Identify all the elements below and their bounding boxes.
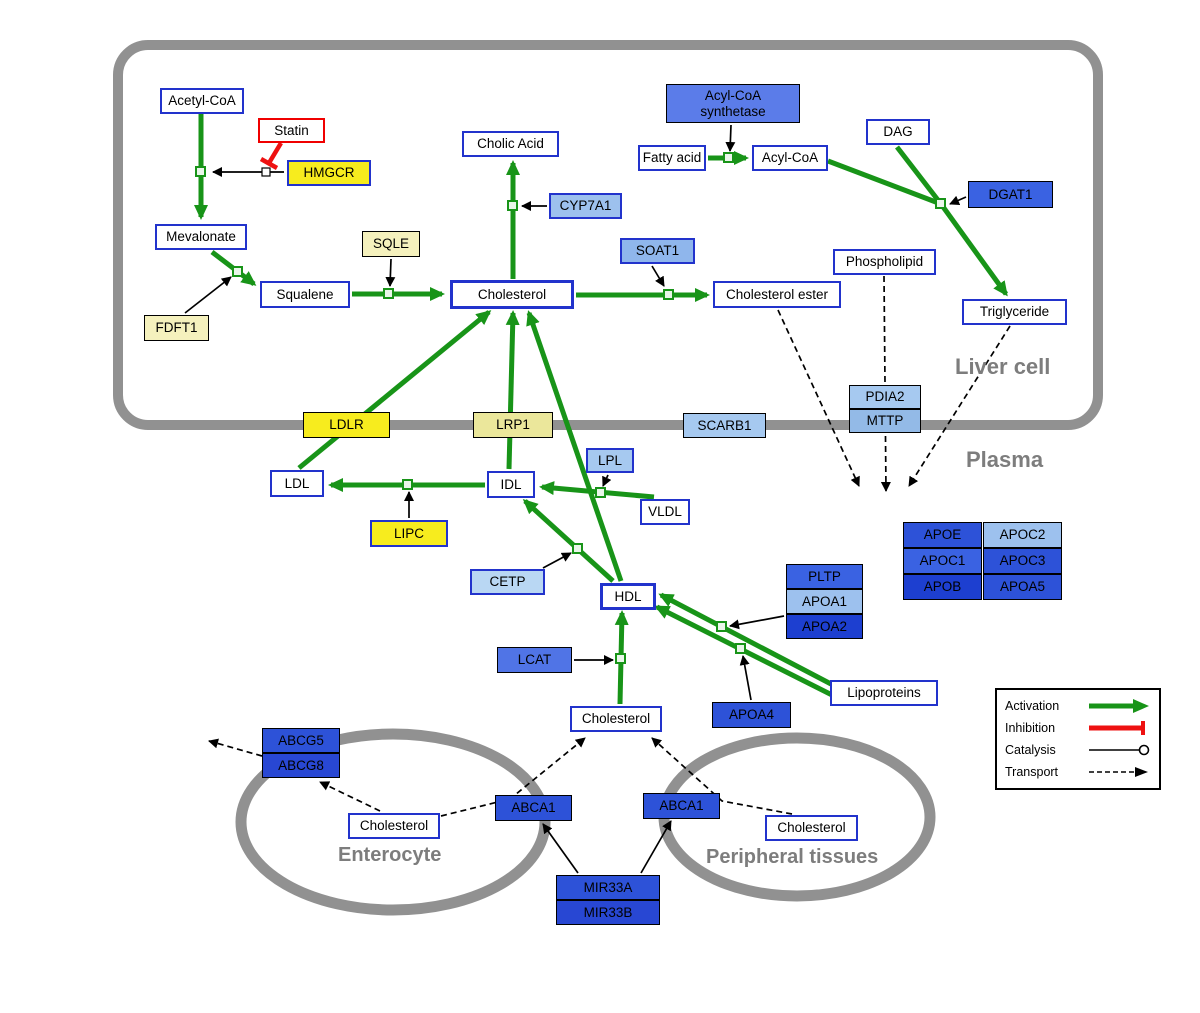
compartment-outlines: [113, 40, 1103, 916]
node-mir33b[interactable]: MIR33B: [556, 900, 660, 925]
node-apob[interactable]: APOB: [903, 574, 982, 600]
enterocyte-membrane: [235, 728, 551, 916]
transport-edges: [208, 275, 1011, 817]
node-triglyceride[interactable]: Triglyceride: [962, 299, 1067, 325]
node-acetyl-coa[interactable]: Acetyl-CoA: [160, 88, 244, 114]
node-cyp7a1[interactable]: CYP7A1: [549, 193, 622, 219]
inhibition-junction: [261, 167, 271, 177]
node-scarb1[interactable]: SCARB1: [683, 413, 766, 438]
node-apoa1[interactable]: APOA1: [786, 589, 863, 614]
node-pltp[interactable]: PLTP: [786, 564, 863, 589]
node-cholesterol-ester[interactable]: Cholesterol ester: [713, 281, 841, 308]
node-statin[interactable]: Statin: [258, 118, 325, 143]
node-mevalonate[interactable]: Mevalonate: [155, 224, 247, 250]
node-cholesterol-enterocyte[interactable]: Cholesterol: [348, 813, 440, 839]
node-hdl[interactable]: HDL: [600, 583, 656, 610]
node-abca1-enterocyte[interactable]: ABCA1: [495, 795, 572, 821]
node-lrp1[interactable]: LRP1: [473, 412, 553, 438]
node-apoc3[interactable]: APOC3: [983, 548, 1062, 574]
node-abcg8[interactable]: ABCG8: [262, 753, 340, 778]
node-lcat[interactable]: LCAT: [497, 647, 572, 673]
legend-transport-label: Transport: [1005, 765, 1059, 779]
node-vldl[interactable]: VLDL: [640, 499, 690, 525]
node-fatty-acid[interactable]: Fatty acid: [638, 145, 706, 171]
node-squalene[interactable]: Squalene: [260, 281, 350, 308]
inhibition-tee-glyph: [1089, 721, 1145, 735]
node-ldl[interactable]: LDL: [270, 470, 324, 497]
legend-activation: Activation: [1005, 698, 1151, 714]
node-apoc2[interactable]: APOC2: [983, 522, 1062, 548]
node-soat1[interactable]: SOAT1: [620, 238, 695, 264]
node-acyl-coa[interactable]: Acyl-CoA: [752, 145, 828, 171]
legend-inhibition: Inhibition: [1005, 720, 1151, 736]
node-lipc[interactable]: LIPC: [370, 520, 448, 547]
node-cholesterol-liver[interactable]: Cholesterol: [450, 280, 574, 309]
node-pdia2[interactable]: PDIA2: [849, 385, 921, 409]
node-idl[interactable]: IDL: [487, 471, 535, 498]
node-lpl[interactable]: LPL: [586, 448, 634, 473]
node-hmgcr[interactable]: HMGCR: [287, 160, 371, 186]
enterocyte-label: Enterocyte: [338, 844, 442, 866]
node-phospholipid[interactable]: Phospholipid: [833, 249, 936, 275]
node-apoa5[interactable]: APOA5: [983, 574, 1062, 600]
plasma-label: Plasma: [966, 447, 1044, 472]
peripheral-tissues-label: Peripheral tissues: [706, 846, 879, 868]
node-apoe[interactable]: APOE: [903, 522, 982, 548]
node-mttp[interactable]: MTTP: [849, 409, 921, 433]
legend-activation-label: Activation: [1005, 699, 1060, 713]
node-apoc1[interactable]: APOC1: [903, 548, 982, 574]
node-cholesterol-plasma[interactable]: Cholesterol: [570, 706, 662, 732]
node-cetp[interactable]: CETP: [470, 569, 545, 595]
node-fdft1[interactable]: FDFT1: [144, 315, 209, 341]
node-abcg5[interactable]: ABCG5: [262, 728, 340, 753]
activation-arrow-glyph: [1089, 699, 1149, 713]
node-apoa4[interactable]: APOA4: [712, 702, 791, 728]
legend-catalysis-label: Catalysis: [1005, 743, 1056, 757]
transport-dashed-arrow-glyph: [1089, 767, 1148, 777]
legend-inhibition-label: Inhibition: [1005, 721, 1056, 735]
legend-transport: Transport: [1005, 764, 1151, 780]
inhibition-edge: [259, 141, 283, 170]
node-sqle[interactable]: SQLE: [362, 231, 420, 257]
node-lipoproteins[interactable]: Lipoproteins: [830, 680, 938, 706]
liver-cell-membrane: [113, 40, 1103, 430]
node-cholesterol-peripheral[interactable]: Cholesterol: [765, 815, 858, 841]
node-dag[interactable]: DAG: [866, 119, 930, 145]
catalysis-circle-glyph: [1089, 744, 1150, 756]
legend-catalysis: Catalysis: [1005, 742, 1151, 758]
node-ldlr[interactable]: LDLR: [303, 412, 390, 438]
reaction-nodes: [195, 152, 946, 664]
node-acyl-coa-synthetase[interactable]: Acyl-CoA synthetase: [666, 84, 800, 123]
legend: Activation Inhibition Catalysis Transpor…: [995, 688, 1161, 790]
node-abca1-peripheral[interactable]: ABCA1: [643, 793, 720, 819]
node-apoa2[interactable]: APOA2: [786, 614, 863, 639]
node-cholic-acid[interactable]: Cholic Acid: [462, 131, 559, 157]
node-dgat1[interactable]: DGAT1: [968, 181, 1053, 208]
catalysis-edges: [184, 124, 967, 874]
node-mir33a[interactable]: MIR33A: [556, 875, 660, 900]
liver-cell-label: Liver cell: [955, 354, 1051, 379]
